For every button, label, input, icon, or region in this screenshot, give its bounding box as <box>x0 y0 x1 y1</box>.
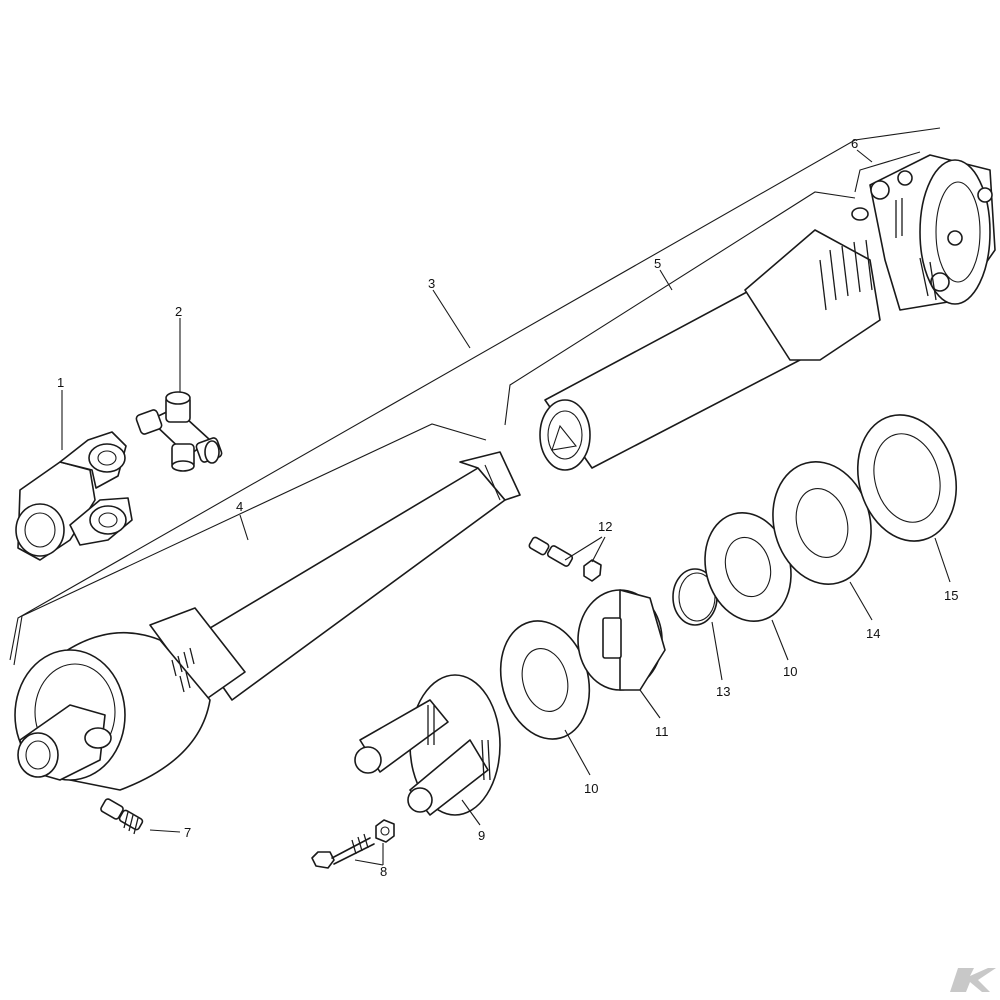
outer-shaft-half-part-5 <box>539 207 881 471</box>
bracket-assembly-4 <box>13 423 487 666</box>
leader-lines <box>61 149 951 866</box>
label-part-13: 13 <box>716 684 730 699</box>
label-part-11: 11 <box>655 724 669 739</box>
grease-nipple-part-7 <box>100 798 144 835</box>
part-number-labels: 1 2 3 4 5 6 7 8 9 10 11 12 13 10 14 15 <box>57 136 958 879</box>
label-part-5: 5 <box>654 256 661 271</box>
bracket-part-6 <box>854 151 921 193</box>
nipple-nut-part-12 <box>528 536 602 582</box>
label-part-3: 3 <box>428 276 435 291</box>
label-part-9: 9 <box>478 828 485 843</box>
yoke-part-1 <box>15 431 133 561</box>
brand-logo <box>950 968 996 992</box>
label-part-1: 1 <box>57 375 64 390</box>
label-part-7: 7 <box>184 825 191 840</box>
bracket-assembly-5 <box>504 191 856 426</box>
label-part-2: 2 <box>175 304 182 319</box>
flange-disc-part-15 <box>856 414 958 542</box>
label-part-14: 14 <box>866 626 880 641</box>
label-part-4: 4 <box>236 499 243 514</box>
hub-part-11 <box>577 589 666 691</box>
flange-yoke-part-6 <box>869 154 996 311</box>
label-part-15: 15 <box>944 588 958 603</box>
inner-shaft-half-part-4 <box>14 451 521 791</box>
label-part-10-right: 10 <box>783 664 797 679</box>
label-part-6: 6 <box>851 136 858 151</box>
bolt-nut-part-8 <box>311 819 395 869</box>
label-part-8: 8 <box>380 864 387 879</box>
label-part-10-left: 10 <box>584 781 598 796</box>
label-part-12: 12 <box>598 519 612 534</box>
cross-journal-part-2 <box>135 391 223 472</box>
flange-yoke-part-9 <box>354 674 501 816</box>
bracket-assembly-3 <box>9 127 941 661</box>
